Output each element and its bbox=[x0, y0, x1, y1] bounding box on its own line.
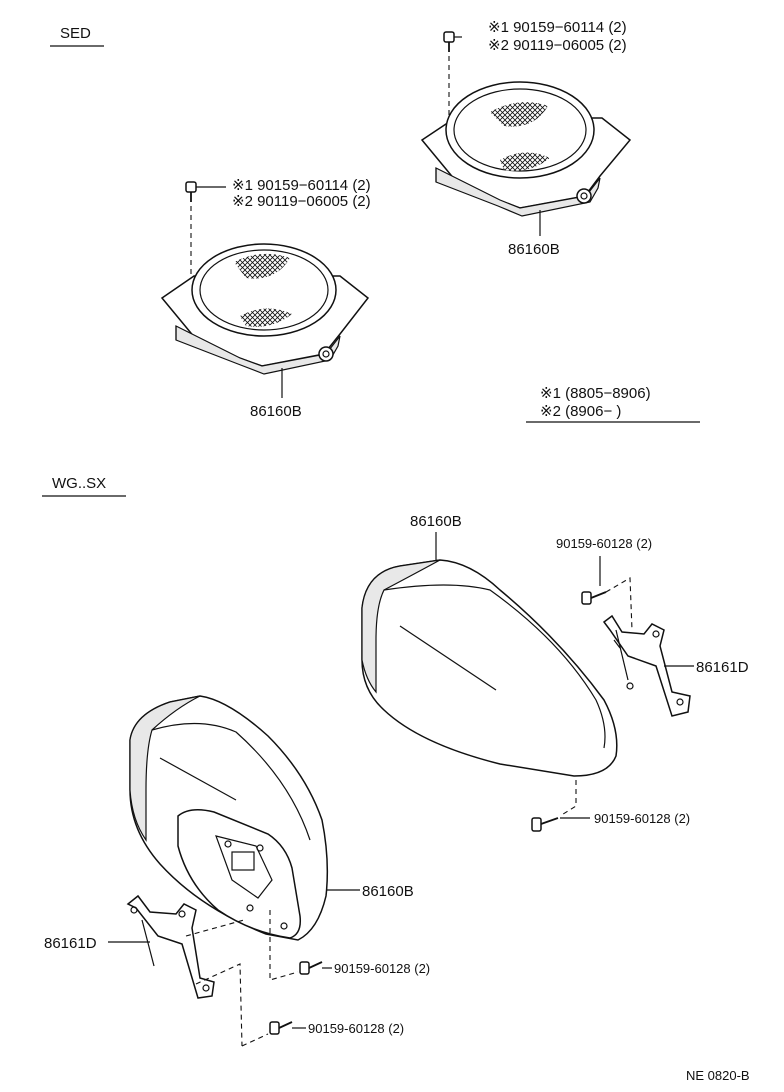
legend-note-2: ※2 (8906− ) bbox=[540, 403, 621, 420]
label-sed-screw-left-1: ※1 90159−60114 (2) bbox=[232, 177, 371, 194]
label-wg-box-upper: 86160B bbox=[410, 513, 462, 530]
label-sed-screw-right-1: ※1 90159−60114 (2) bbox=[488, 19, 627, 36]
label-wg-screw-upper-top: 90159-60128 (2) bbox=[556, 536, 652, 551]
section-label-sed: SED bbox=[60, 25, 91, 42]
label-sed-screw-right-2: ※2 90119−06005 (2) bbox=[488, 37, 627, 54]
wg-screw-lower-2 bbox=[241, 1021, 306, 1047]
label-wg-screw-lower-1: 90159-60128 (2) bbox=[334, 961, 430, 976]
section-sed: SED bbox=[50, 25, 104, 47]
wg-box-lower bbox=[129, 695, 360, 941]
label-wg-screw-lower-2: 90159-60128 (2) bbox=[308, 1021, 404, 1036]
sed-speaker-left bbox=[160, 181, 370, 398]
section-wg: WG..SX bbox=[42, 475, 126, 497]
catalog-code: NE 0820-B bbox=[686, 1068, 750, 1083]
label-wg-bracket-upper: 86161D bbox=[696, 659, 749, 676]
section-label-wg: WG..SX bbox=[52, 475, 106, 492]
wg-screw-lower-1 bbox=[269, 910, 332, 981]
wg-bracket-lower bbox=[108, 894, 245, 1047]
wg-bracket-upper bbox=[602, 614, 694, 717]
sed-speaker-right bbox=[420, 31, 632, 236]
label-wg-bracket-lower: 86161D bbox=[44, 935, 97, 952]
label-sed-screw-left-2: ※2 90119−06005 (2) bbox=[232, 193, 371, 210]
wg-box-upper bbox=[361, 532, 618, 777]
label-wg-box-lower: 86160B bbox=[362, 883, 414, 900]
wg-screw-upper-bottom bbox=[531, 780, 590, 832]
label-sed-speaker-right: 86160B bbox=[508, 241, 560, 258]
label-sed-speaker-left: 86160B bbox=[250, 403, 302, 420]
legend-note-1: ※1 (8805−8906) bbox=[540, 385, 651, 402]
label-wg-screw-upper-bottom: 90159-60128 (2) bbox=[594, 811, 690, 826]
legend: ※1 (8805−8906) ※2 (8906− ) bbox=[526, 385, 700, 423]
wg-screw-upper-top bbox=[581, 556, 633, 631]
